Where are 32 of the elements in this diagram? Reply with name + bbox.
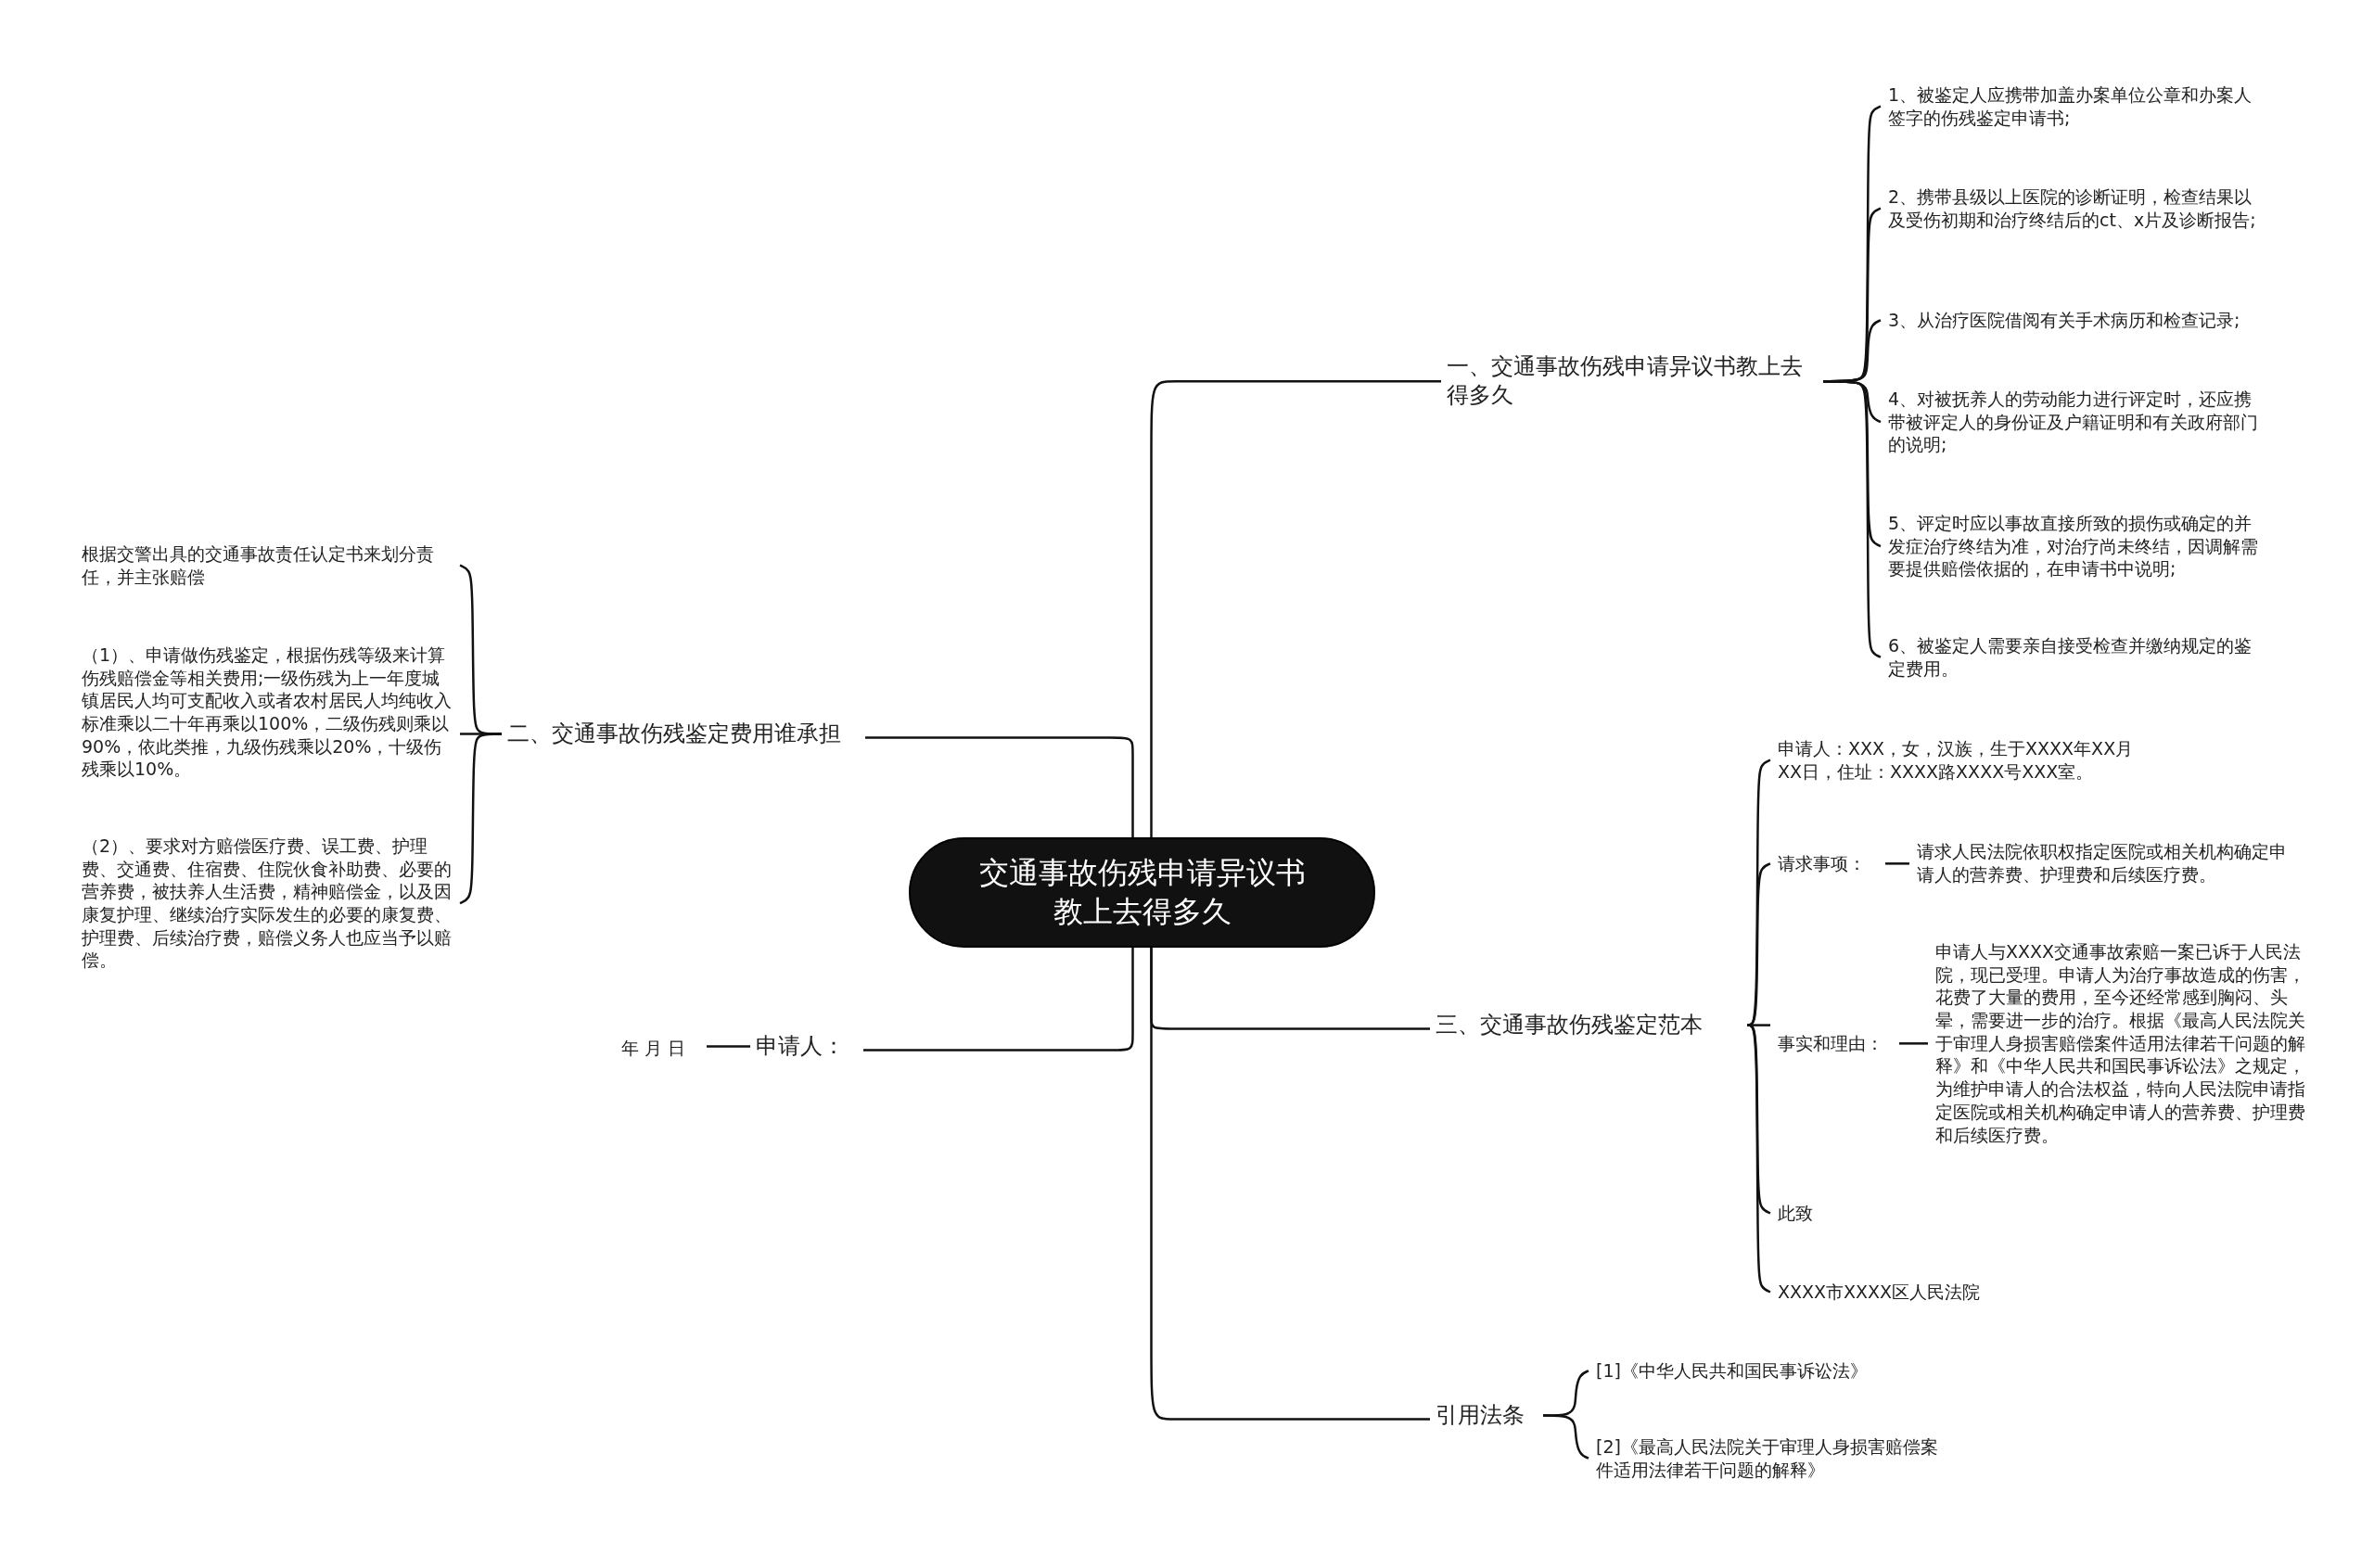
- subtopic-text: 2、携带县级以上医院的诊断证明，检查结果以及受伤初期和治疗终结后的ct、x片及诊断报告;: [1888, 185, 2257, 232]
- subtopic-text: 根据交警出具的交通事故责任认定书来划分责任，并主张赔偿: [82, 542, 435, 589]
- subtopic-text: 4、对被抚养人的劳动能力进行评定时，还应携带被评定人的身份证及户籍证明和有关政府部门的说明;: [1888, 388, 2259, 457]
- central-topic: 交通事故伤残申请异议书教上去得多久: [909, 837, 1375, 948]
- subtopic-text: 5、评定时应以事故直接所致的损伤或确定的并发症治疗终结为准，对治疗尚未终结，因调解需要提供赔偿依据的，在申请书中说明;: [1888, 512, 2259, 581]
- subtopic-text: 3、从治疗医院借阅有关手术病历和检查记录;: [1888, 309, 2241, 332]
- branch-topic-text: 二、交通事故伤残鉴定费用谁承担: [507, 720, 842, 748]
- subtopic-text: 6、被鉴定人需要亲自接受检查并缴纳规定的鉴定费用。: [1888, 634, 2253, 681]
- subtopic-text: XXXX市XXXX区人民法院: [1778, 1281, 1982, 1304]
- subtopic-text: [1]《中华人民共和国民事诉讼法》: [1596, 1359, 1869, 1383]
- subtopic-text: 1、被鉴定人应携带加盖办案单位公章和办案人签字的伤残鉴定申请书;: [1888, 83, 2253, 130]
- subtopic-text: （2）、要求对方赔偿医疗费、误工费、护理费、交通费、住宿费、住院伙食补助费、必要的营养费，被扶养人生活费，精神赔偿金，以及因康复护理、继续治疗实际发生的必要的康复费、护理费、后续治疗费，赔偿义务人也应当予以赔偿。: [82, 835, 453, 973]
- subtopic-text: 请求事项：: [1778, 852, 1867, 875]
- subtopic-text: 申请人：XXX，女，汉族，生于XXXX年XX月XX日，住址：XXXX路XXXX号XXX室。: [1778, 737, 2135, 784]
- connector-line: [459, 733, 502, 905]
- branch-topic-text: 引用法条: [1436, 1401, 1525, 1430]
- subtopic-text: 事实和理由：: [1778, 1032, 1884, 1055]
- subtopic-text: 年 月 日: [621, 1037, 687, 1060]
- connector-line: [1885, 862, 1909, 865]
- subtopic-text: （1）、申请做伤残鉴定，根据伤残等级来计算伤残赔偿金等相关费用;一级伤残为上一年度城镇居民人均可支配收入或者农村居民人均纯收入标准乘以二十年再乘以100%，二级伤残则乘以90%，依此类推，九级伤残乘以20%，十级伤残乘以10%。: [82, 644, 453, 782]
- branch-topic-text: 申请人：: [756, 1032, 846, 1061]
- subtopic-text: 此致: [1778, 1202, 1814, 1225]
- subtopic-text: 请求人民法院依职权指定医院或相关机构确定申请人的营养费、护理费和后续医疗费。: [1917, 840, 2288, 886]
- subtopic-text: [2]《最高人民法院关于审理人身损害赔偿案件适用法律若干问题的解释》: [1596, 1435, 1939, 1482]
- connector-line: [1543, 1414, 1589, 1460]
- branch-topic-text: 一、交通事故伤残申请异议书教上去得多久: [1447, 352, 1804, 411]
- branch-topic-text: 三、交通事故伤残鉴定范本: [1436, 1011, 1704, 1039]
- connector-line: [1899, 1042, 1928, 1045]
- connector-line: [1747, 1024, 1770, 1026]
- subtopic-text: 申请人与XXXX交通事故索赔一案已诉于人民法院，现已受理。申请人为治疗事故造成的伤害，花费了大量的费用，至今还经常感到胸闷、头晕，需要进一步的治疗。根据《最高人民法院关于审理人身损害赔偿案件适用法律若干问题的解释》和《中华人民共和国民事诉讼法》之规定，为维护申请人的合法权益，特向人民法院申请指定医院或相关机构确定申请人的营养费、护理费和后续医疗费。: [1935, 940, 2306, 1147]
- connector-line: [1823, 379, 1882, 658]
- connector-line: [707, 1045, 750, 1048]
